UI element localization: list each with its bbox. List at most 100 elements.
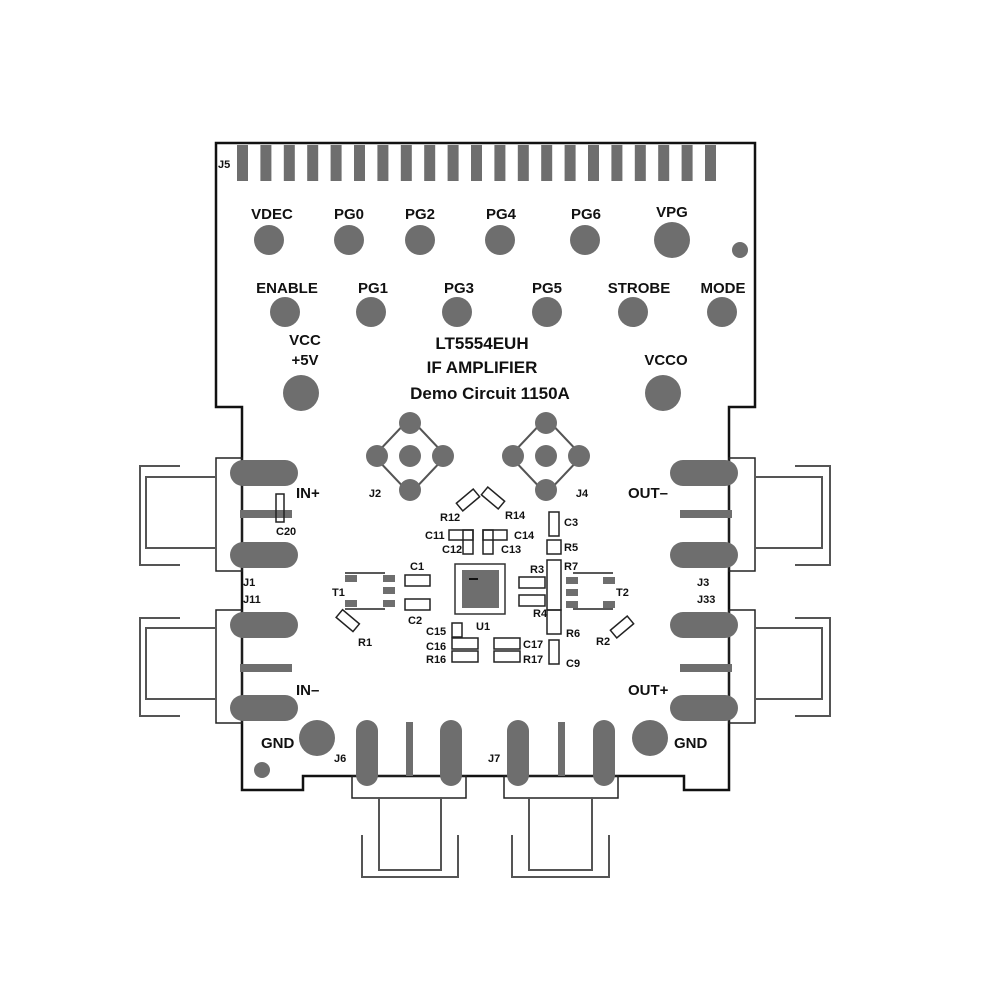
tp-label: MODE	[701, 280, 746, 297]
c2-label: C2	[408, 615, 422, 627]
c15-capacitor	[451, 622, 463, 638]
test-point-pad[interactable]	[707, 297, 737, 327]
test-point-pad[interactable]	[485, 225, 515, 255]
r3-resistor	[518, 576, 546, 589]
test-point-pad[interactable]	[334, 225, 364, 255]
test-point-pad[interactable]	[570, 225, 600, 255]
test-point-pad[interactable]	[254, 225, 284, 255]
r16-resistor	[451, 650, 479, 663]
j4-connector[interactable]	[502, 412, 590, 501]
gnd-pad-right[interactable]	[632, 720, 668, 756]
c1-capacitor	[404, 574, 431, 587]
edge-finger	[564, 145, 576, 181]
j3-sma-connector[interactable]	[670, 457, 831, 572]
r17-resistor	[493, 650, 521, 663]
tp-label: PG4	[486, 206, 517, 223]
test-point-pad[interactable]	[356, 297, 386, 327]
test-point-pad[interactable]	[654, 222, 690, 258]
out-minus-label: OUT–	[628, 485, 668, 502]
j2-connector[interactable]	[366, 412, 454, 501]
gnd-pad-left[interactable]	[299, 720, 335, 756]
tp-label: PG1	[358, 280, 388, 297]
r4-label: R4	[533, 608, 548, 620]
edge-finger	[658, 145, 670, 181]
j3-label: J3	[697, 577, 709, 589]
vcco-pad[interactable]	[645, 375, 681, 411]
r7-label: R7	[564, 561, 578, 573]
r5-label: R5	[564, 542, 578, 554]
r7-resistor	[546, 559, 562, 611]
t1-label: T1	[332, 587, 345, 599]
tp-label: VPG	[656, 204, 688, 221]
edge-finger	[330, 145, 342, 181]
j6-label: J6	[334, 753, 346, 765]
c15-label: C15	[426, 626, 446, 638]
r17-label: R17	[523, 654, 543, 666]
j6-sma-connector[interactable]	[351, 720, 467, 878]
test-point-pad[interactable]	[532, 297, 562, 327]
vcc-label: VCC	[289, 332, 321, 349]
test-point-pad[interactable]	[618, 297, 648, 327]
edge-connector-fingers	[237, 145, 716, 181]
j1-sma-connector[interactable]	[139, 457, 298, 572]
vcc-pad[interactable]	[283, 375, 319, 411]
c14-capacitor	[482, 529, 508, 541]
tp-label: PG5	[532, 280, 562, 297]
test-point-row-2: ENABLE PG1 PG3 PG5 STROBE MODE	[256, 280, 746, 327]
j33-label: J33	[697, 594, 715, 606]
board-function: IF AMPLIFIER	[427, 358, 538, 377]
edge-finger	[541, 145, 553, 181]
r14-resistor	[480, 486, 506, 510]
gnd-left-label: GND	[261, 735, 295, 752]
j1-label: J1	[243, 577, 255, 589]
edge-finger	[588, 145, 599, 181]
tp-label: STROBE	[608, 280, 671, 297]
edge-finger	[634, 145, 646, 181]
test-point-row-1: VDEC PG0 PG2 PG4 PG6 VPG	[251, 204, 748, 258]
u1-label: U1	[476, 621, 490, 633]
r3-label: R3	[530, 564, 544, 576]
t2-transformer	[566, 572, 615, 610]
tp-label: ENABLE	[256, 280, 318, 297]
c11-label: C11	[425, 530, 445, 542]
in-plus-label: IN+	[296, 485, 320, 502]
test-point-pad[interactable]	[442, 297, 472, 327]
tp-label: PG3	[444, 280, 474, 297]
connector-label: J5	[218, 159, 230, 171]
tp-label: PG6	[571, 206, 601, 223]
r16-label: R16	[426, 654, 446, 666]
r1-resistor	[335, 608, 361, 633]
edge-finger	[354, 145, 365, 181]
edge-finger	[237, 145, 248, 181]
r5-resistor	[546, 539, 562, 555]
edge-finger	[681, 145, 693, 181]
r2-label: R2	[596, 636, 610, 648]
r12-resistor	[455, 488, 481, 512]
c9-label: C9	[566, 658, 580, 670]
mounting-hole	[732, 242, 748, 258]
c16-label: C16	[426, 641, 446, 653]
edge-finger	[494, 145, 506, 181]
c3-capacitor	[548, 511, 560, 537]
r1-label: R1	[358, 637, 372, 649]
c17-label: C17	[523, 639, 543, 651]
board-outline	[214, 141, 757, 792]
j33-sma-connector[interactable]	[670, 609, 831, 724]
board-demo-circuit: Demo Circuit 1150A	[410, 384, 570, 403]
tp-label: PG2	[405, 206, 435, 223]
test-point-pad[interactable]	[270, 297, 300, 327]
r6-resistor	[546, 609, 562, 635]
j11-sma-connector[interactable]	[139, 609, 298, 724]
edge-finger	[517, 145, 529, 181]
c16-capacitor	[451, 637, 479, 650]
test-point-pad[interactable]	[405, 225, 435, 255]
r14-label: R14	[505, 510, 526, 522]
edge-finger	[260, 145, 272, 181]
tp-label: PG0	[334, 206, 364, 223]
c14-label: C14	[514, 530, 535, 542]
c13-capacitor	[482, 529, 494, 555]
u1-ic[interactable]	[454, 563, 506, 615]
j7-sma-connector[interactable]	[503, 720, 619, 878]
c17-capacitor	[493, 637, 521, 650]
j7-label: J7	[488, 753, 500, 765]
